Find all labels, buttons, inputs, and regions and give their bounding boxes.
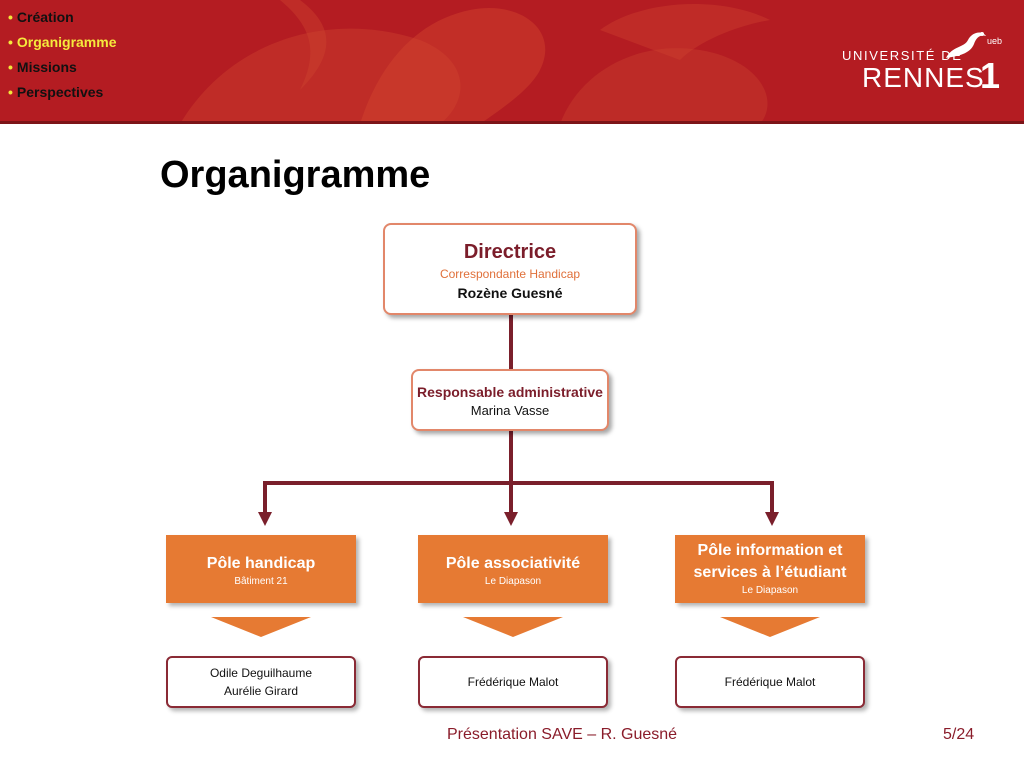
- admin-name: Marina Vasse: [470, 403, 550, 418]
- person-name: Odile Deguilhaume: [209, 666, 313, 680]
- header-banner: •Création •Organigramme •Missions •Persp…: [0, 0, 1024, 124]
- pole-information-box: Pôle information et services à l’étudian…: [675, 535, 865, 603]
- slide-title: Organigramme: [160, 154, 431, 196]
- bullet-icon: •: [8, 59, 13, 75]
- pole-location: Le Diapason: [484, 576, 542, 587]
- header-divider: [0, 121, 1024, 124]
- pole-associativite-people: Frédérique Malot: [418, 656, 608, 708]
- pole-title-line1: Pôle information et: [697, 542, 843, 559]
- pole-handicap-people: Odile Deguilhaume Aurélie Girard: [166, 656, 356, 708]
- section-nav: •Création •Organigramme •Missions •Persp…: [8, 5, 117, 105]
- nav-item-perspectives[interactable]: •Perspectives: [8, 84, 104, 100]
- person-name: Aurélie Girard: [223, 684, 299, 698]
- director-name: Rozène Guesné: [457, 285, 563, 301]
- pole-location: Bâtiment 21: [234, 576, 288, 587]
- nav-item-creation[interactable]: •Création: [8, 9, 74, 25]
- footer-text: Présentation SAVE – R. Guesné: [447, 726, 678, 743]
- pole-title-line2: services à l’étudiant: [693, 564, 847, 581]
- pole-handicap-box: Pôle handicap Bâtiment 21: [166, 535, 356, 603]
- bullet-icon: •: [8, 9, 13, 25]
- person-name: Frédérique Malot: [724, 675, 816, 689]
- director-role: Directrice: [463, 241, 557, 263]
- pole-information-people: Frédérique Malot: [675, 656, 865, 708]
- ermine-icon: [946, 32, 986, 58]
- bullet-icon: •: [8, 84, 13, 100]
- decorative-swirl: [180, 0, 770, 124]
- university-logo: ueb UNIVERSITÉ DE RENNES 1: [842, 28, 1012, 94]
- pole-title: Pôle associativité: [445, 555, 581, 572]
- pole-associativite-box: Pôle associativité Le Diapason: [418, 535, 608, 603]
- pole-title: Pôle handicap: [206, 555, 316, 572]
- bullet-icon: •: [8, 34, 13, 50]
- page-number: 5/24: [943, 726, 975, 743]
- director-box: Directrice Correspondante Handicap Rozèn…: [383, 223, 637, 315]
- person-name: Frédérique Malot: [467, 675, 559, 689]
- admin-box: Responsable administrative Marina Vasse: [411, 369, 609, 431]
- director-subrole: Correspondante Handicap: [439, 267, 581, 281]
- pole-location: Le Diapason: [741, 585, 799, 596]
- nav-item-missions[interactable]: •Missions: [8, 59, 77, 75]
- nav-item-organigramme[interactable]: •Organigramme: [8, 34, 117, 50]
- admin-role: Responsable administrative: [417, 384, 603, 400]
